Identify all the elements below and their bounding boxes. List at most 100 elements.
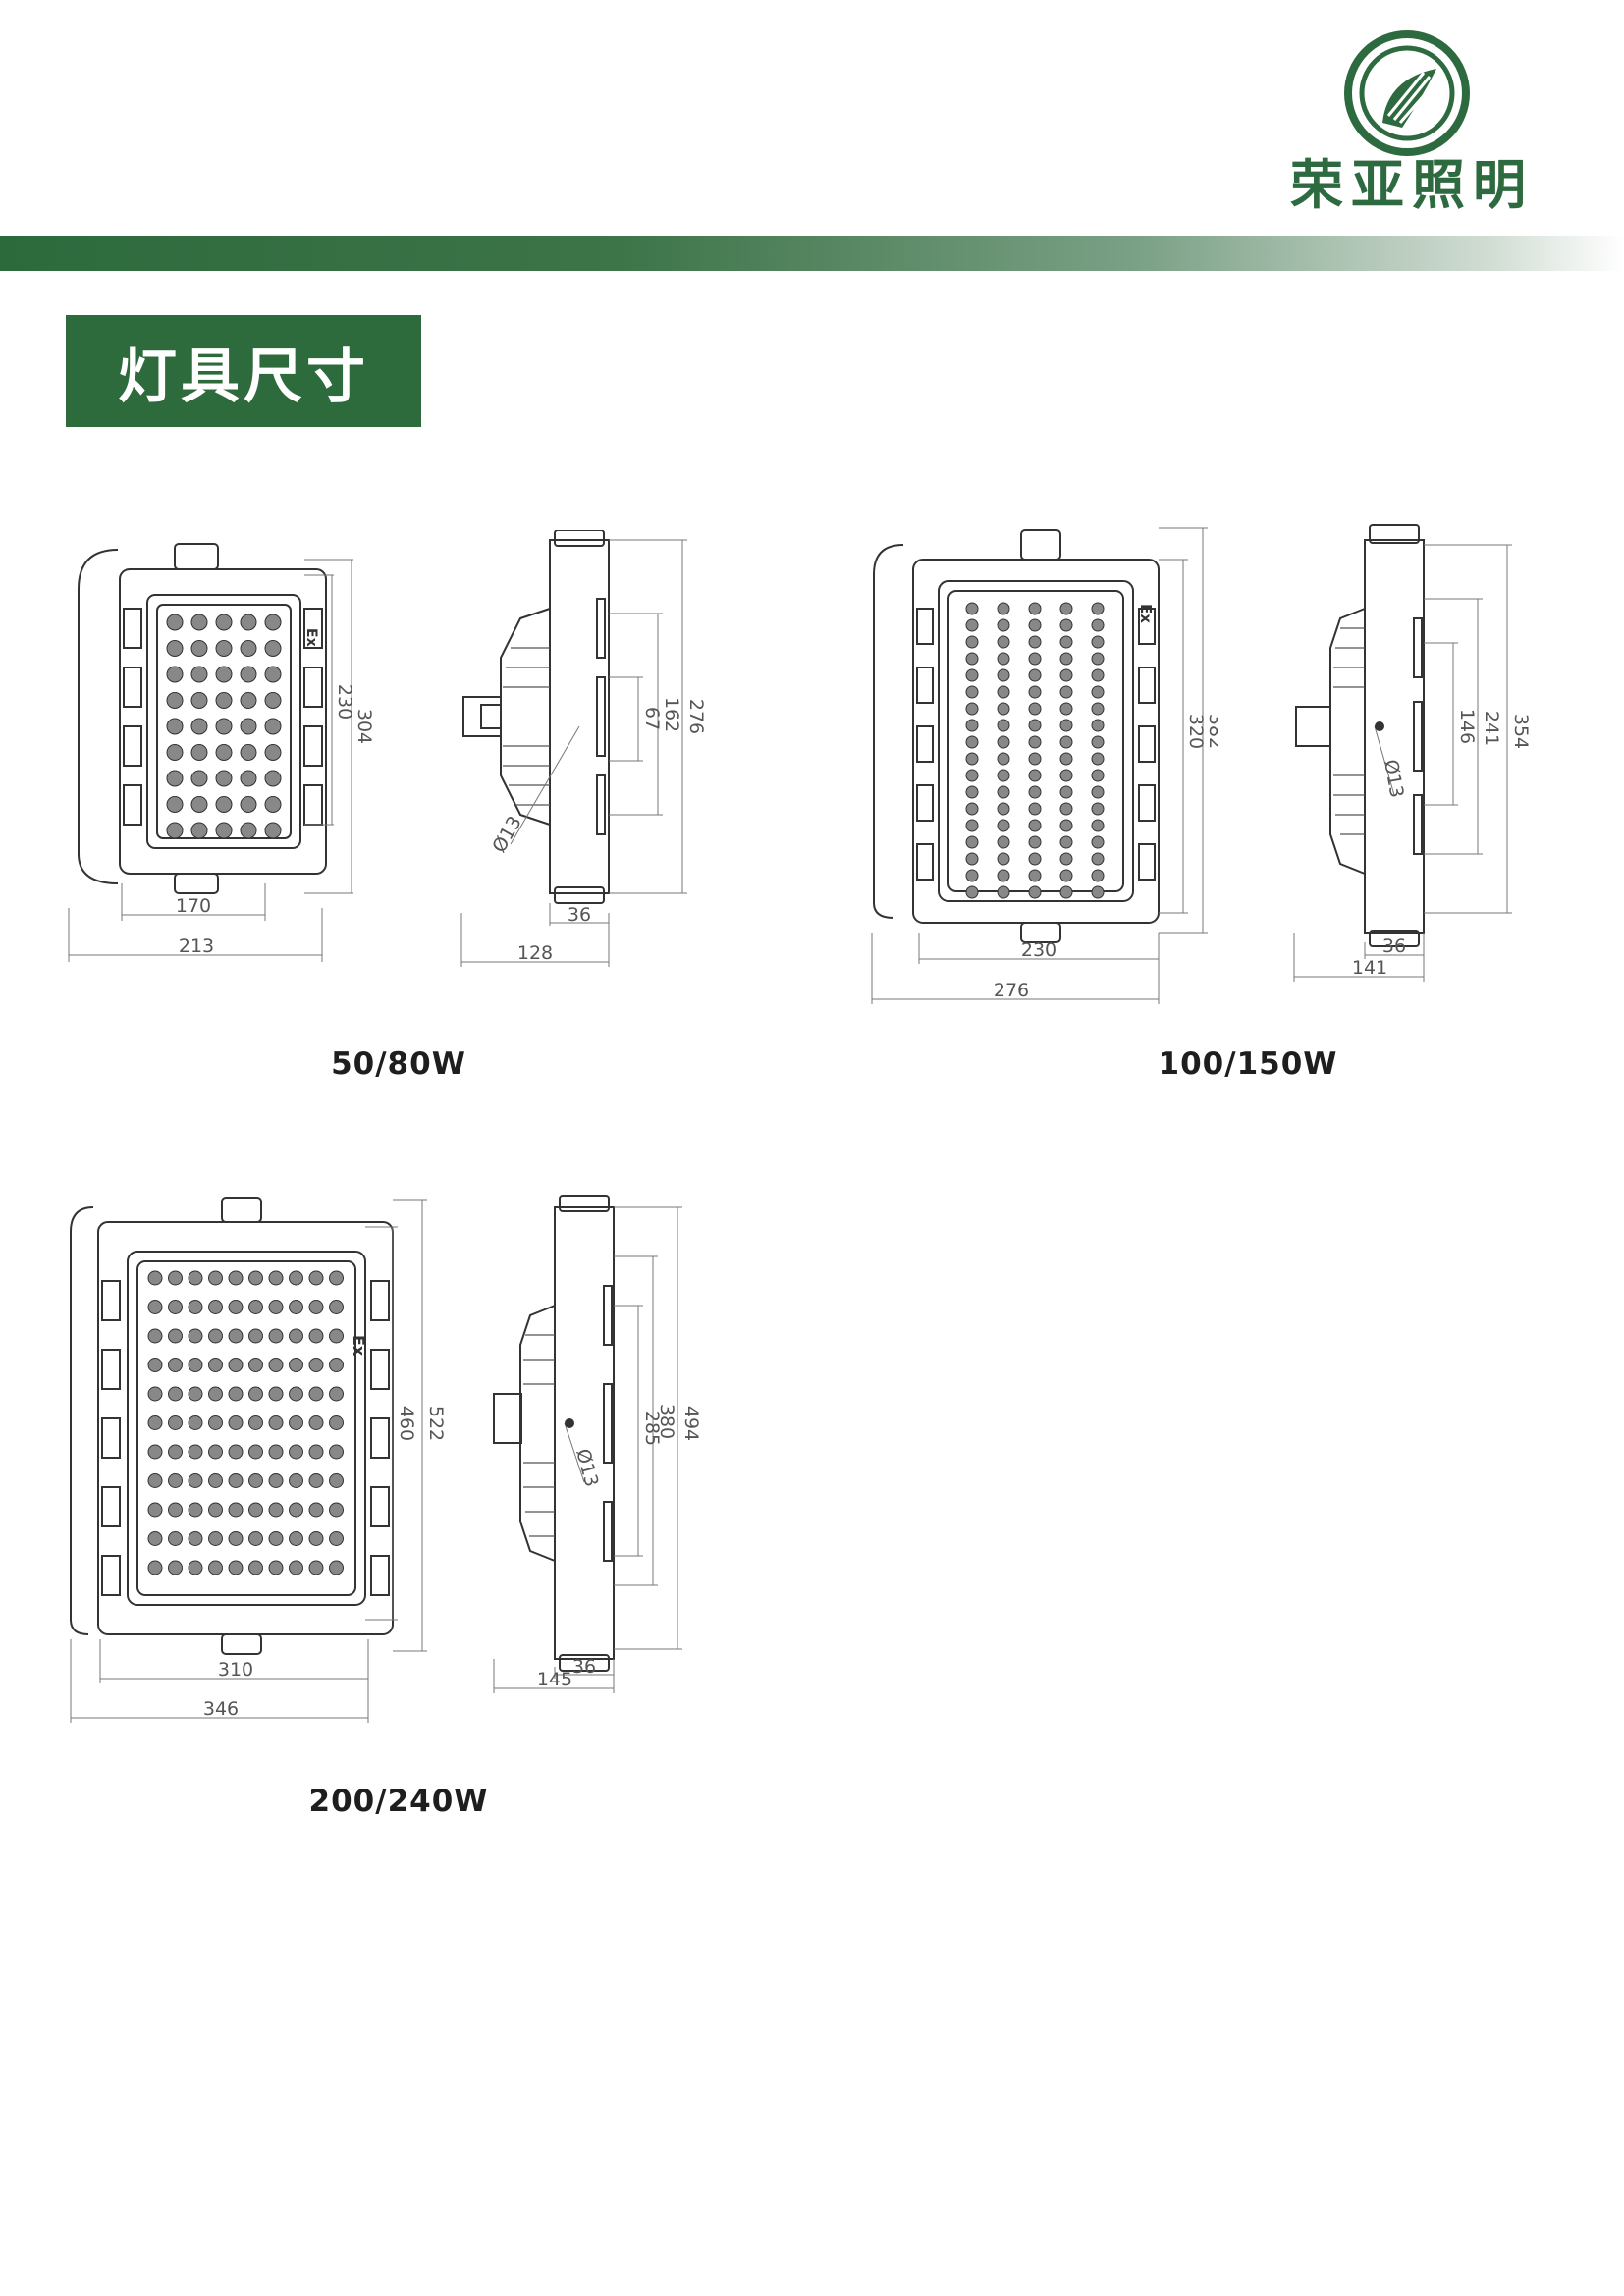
led-dot — [264, 770, 282, 787]
led-dot — [1059, 652, 1073, 666]
dim-height-total: 494 — [680, 1406, 702, 1441]
led-dot — [308, 1444, 324, 1460]
model-2-side-view: 141 36 354 241 146 Ø13 — [1286, 520, 1542, 991]
led-dot — [1091, 702, 1105, 716]
led-dot — [147, 1358, 163, 1372]
led-dot — [1028, 785, 1042, 799]
led-dot — [147, 1560, 163, 1575]
model-1-caption: 50/80W — [331, 1046, 466, 1082]
led-dot — [1059, 702, 1073, 716]
led-dot — [215, 744, 233, 761]
led-dot — [190, 692, 208, 709]
led-dot — [248, 1328, 263, 1344]
dim-depth: 128 — [517, 942, 553, 964]
led-dot — [965, 869, 979, 882]
led-dot — [188, 1444, 203, 1460]
led-dot — [965, 735, 979, 749]
led-dot — [208, 1415, 223, 1430]
led-dot — [1059, 602, 1073, 615]
led-dot — [329, 1328, 344, 1344]
led-dot — [168, 1473, 183, 1488]
led-dot — [240, 744, 257, 761]
led-dot — [1091, 752, 1105, 766]
led-dot — [268, 1328, 284, 1344]
model-2-front-view: Ex 276 230 382 320 — [864, 520, 1218, 1011]
led-dot — [264, 666, 282, 683]
led-dot — [329, 1270, 344, 1286]
led-dot — [228, 1560, 244, 1575]
model-3-side-view: 145 36 494 380 285 Ø13 — [486, 1188, 712, 1698]
led-dot — [965, 785, 979, 799]
dim-height-inner: 460 — [396, 1406, 417, 1441]
dim-depth: 145 — [537, 1669, 572, 1690]
led-dot — [268, 1560, 284, 1575]
led-dot — [1028, 652, 1042, 666]
led-dot — [168, 1270, 183, 1286]
led-dot — [965, 885, 979, 899]
led-dot — [308, 1358, 324, 1372]
led-dot — [965, 819, 979, 832]
led-dot — [1091, 635, 1105, 649]
led-dot — [208, 1531, 223, 1546]
led-dot — [997, 602, 1010, 615]
led-dot — [329, 1386, 344, 1402]
led-dot — [166, 666, 184, 683]
led-dot — [997, 635, 1010, 649]
led-dot — [997, 885, 1010, 899]
led-dot — [308, 1502, 324, 1518]
led-dot — [228, 1358, 244, 1372]
led-dot — [997, 719, 1010, 732]
led-dot — [1091, 769, 1105, 782]
led-dot — [1091, 602, 1105, 615]
led-dot — [188, 1386, 203, 1402]
led-dot — [188, 1358, 203, 1372]
led-dot — [264, 692, 282, 709]
led-dot — [248, 1502, 263, 1518]
led-dot — [997, 802, 1010, 816]
led-dot — [147, 1386, 163, 1402]
led-dot — [147, 1502, 163, 1518]
dim-neck: 36 — [572, 1656, 596, 1678]
led-dot — [965, 652, 979, 666]
led-dot — [289, 1531, 303, 1546]
dim-diameter: Ø13 — [571, 1447, 602, 1490]
led-dot — [215, 692, 233, 709]
led-dot — [168, 1300, 183, 1314]
led-dot — [997, 735, 1010, 749]
led-dot — [166, 692, 184, 709]
led-dot — [264, 822, 282, 839]
led-dot — [264, 614, 282, 631]
led-dot — [1059, 835, 1073, 849]
led-dot — [965, 635, 979, 649]
led-dot — [308, 1328, 324, 1344]
led-dot — [228, 1386, 244, 1402]
led-dot — [147, 1473, 163, 1488]
dim-height-inner: 146 — [1456, 709, 1478, 744]
dim-height-outer: 304 — [353, 709, 373, 744]
led-dot — [1028, 802, 1042, 816]
dim-neck: 36 — [1382, 935, 1406, 957]
led-dot — [1059, 635, 1073, 649]
led-dot — [147, 1415, 163, 1430]
led-dot — [240, 614, 257, 631]
led-dot — [965, 685, 979, 699]
brand-logo-icon — [1343, 29, 1471, 157]
led-dot — [1028, 819, 1042, 832]
led-dot — [1028, 668, 1042, 682]
led-dot — [308, 1560, 324, 1575]
led-dot — [308, 1473, 324, 1488]
ex-mark: Ex — [303, 628, 319, 647]
led-dot — [248, 1358, 263, 1372]
led-dot — [166, 640, 184, 657]
dim-diameter: Ø13 — [1380, 758, 1407, 799]
led-dot — [308, 1415, 324, 1430]
section-title: 灯具尺寸 — [118, 342, 369, 411]
led-dot — [308, 1270, 324, 1286]
led-dot — [1028, 752, 1042, 766]
led-dot — [1091, 802, 1105, 816]
led-dot — [166, 614, 184, 631]
led-dot — [248, 1531, 263, 1546]
led-dot — [965, 702, 979, 716]
led-dot — [965, 602, 979, 615]
led-dot — [1091, 869, 1105, 882]
